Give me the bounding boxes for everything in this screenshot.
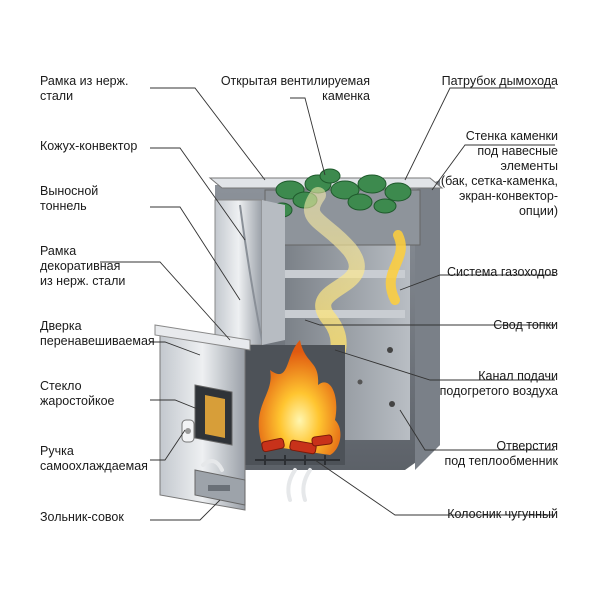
flame-icon: [258, 340, 341, 455]
label-chimney-pipe: Патрубок дымохода: [441, 74, 558, 88]
door: [154, 324, 251, 511]
convector-casing: [214, 199, 285, 346]
label-heat-exchanger-holes: Отверстия под теплообменник: [444, 439, 558, 468]
label-open-heater: Открытая вентилируемая каменка: [220, 74, 370, 103]
firebox: [240, 340, 345, 465]
handle: [181, 419, 195, 443]
grate: [255, 455, 340, 465]
label-handle: Ручка самоохлаждаемая: [40, 444, 148, 473]
label-remote-tunnel: Выносной тоннель: [40, 184, 99, 213]
label-heater-wall: Стенка каменки под навесные элементы (ба…: [440, 129, 558, 218]
label-door: Дверка перенавешиваемая: [40, 319, 155, 348]
label-firebox-arch: Свод топки: [493, 318, 558, 332]
label-grate: Колосник чугунный: [447, 507, 558, 521]
label-glass: Стекло жаростойкое: [40, 379, 115, 408]
label-convector-casing: Кожух-конвектор: [40, 139, 138, 153]
label-ash-pan: Зольник-совок: [40, 510, 124, 524]
leader-lines: [100, 87, 555, 521]
label-air-channel: Канал подачи подогретого воздуха: [439, 369, 558, 398]
label-decor-frame: Рамка декоративная из нерж. стали: [40, 244, 126, 288]
label-frame-steel: Рамка из нерж. стали: [40, 74, 129, 103]
embers: [261, 434, 333, 455]
airflow-arrows-icon: [201, 459, 312, 502]
stones: [271, 168, 412, 218]
ash-pan: [194, 469, 246, 506]
label-gas-system: Система газоходов: [447, 265, 558, 279]
